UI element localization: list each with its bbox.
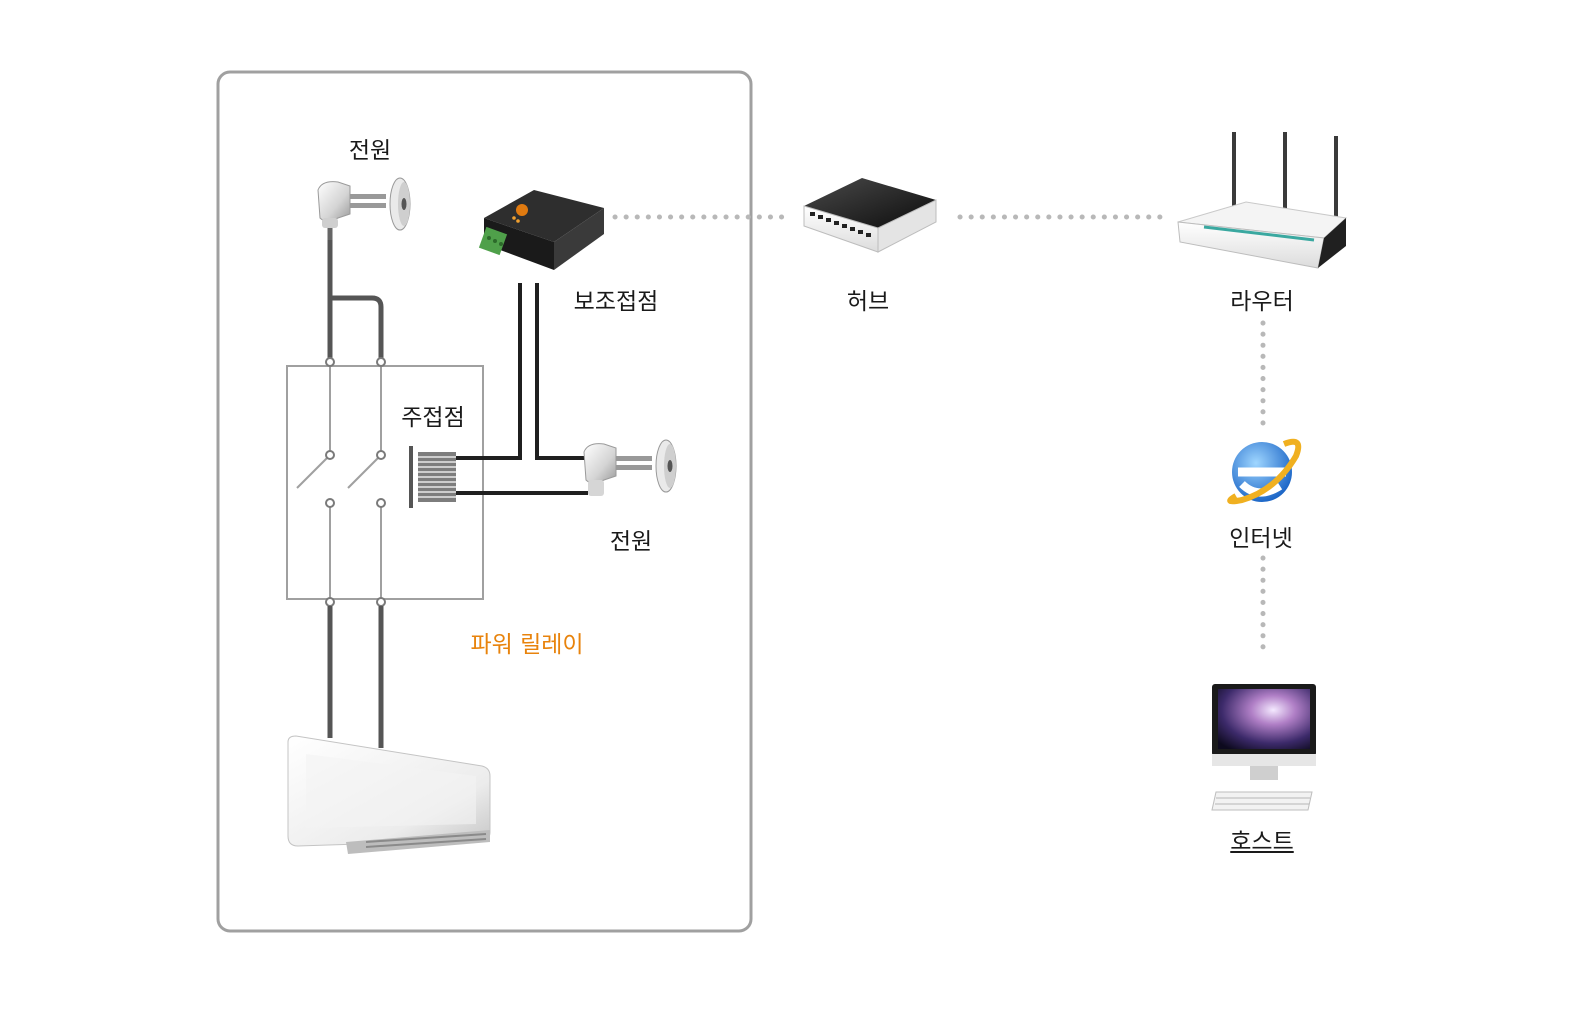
relay-switches [296, 366, 382, 599]
io-controller-icon [478, 190, 604, 270]
network-links [612, 214, 1266, 651]
internet-label: 인터넷 [1229, 526, 1293, 552]
relay-coil-icon [409, 446, 456, 508]
power-relay-label: 파워 릴레이 [470, 632, 584, 658]
power-plug-icon [583, 439, 677, 496]
host-label[interactable]: 호스트 [1230, 829, 1294, 855]
power-label-bottom: 전원 [609, 529, 653, 555]
main-contact-label: 주접점 [401, 405, 465, 431]
router-label: 라우터 [1230, 289, 1294, 315]
hub-label: 허브 [846, 289, 890, 315]
wifi-router-icon [1177, 132, 1348, 269]
relay-system-frame [216, 70, 753, 933]
air-conditioner-icon [287, 735, 491, 854]
terminal-dots [325, 357, 386, 607]
control-wiring [456, 283, 588, 495]
power-plug-icon [317, 177, 411, 240]
aux-contact-label: 보조접점 [573, 289, 659, 315]
ac-wiring [327, 606, 384, 748]
desktop-computer-icon [1211, 684, 1316, 811]
network-hub-icon [803, 178, 937, 253]
power-wiring [327, 238, 384, 362]
internet-explorer-icon [1227, 438, 1302, 505]
power-label-top: 전원 [348, 138, 392, 164]
